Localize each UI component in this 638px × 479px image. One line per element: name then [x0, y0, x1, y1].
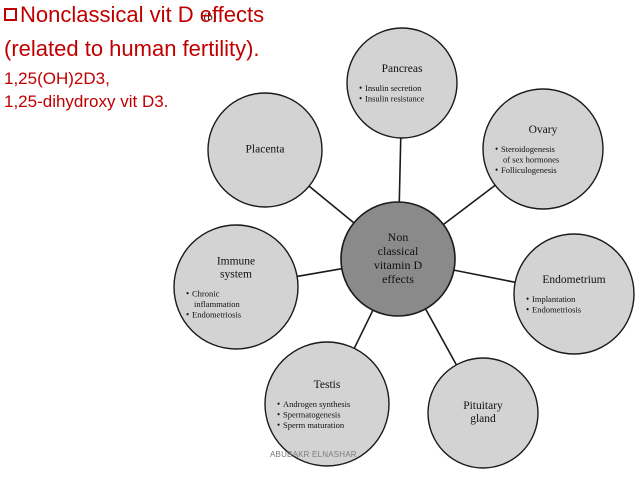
- node-title-pituitary: gland: [470, 413, 496, 425]
- node-pancreas: Pancreas •Insulin secretion•Insulin resis…: [346, 27, 458, 139]
- node-placenta: Placenta: [207, 92, 323, 208]
- node-title-ovary: Ovary: [529, 124, 558, 136]
- bullet-dot-icon: •: [186, 309, 189, 319]
- bullet-dot-icon: •: [495, 165, 498, 175]
- bullet-dot-icon: •: [277, 399, 280, 409]
- node-circle-endometrium: [513, 233, 635, 355]
- node-circle-testis: [264, 341, 390, 467]
- center-node-text: vitamin D: [374, 258, 423, 272]
- node-bullet-testis: Spermatogenesis: [283, 409, 341, 419]
- node-bullet-testis: Androgen synthesis: [283, 399, 350, 409]
- node-bullet-pancreas: Insulin secretion: [365, 83, 422, 93]
- bullet-dot-icon: •: [526, 294, 529, 304]
- bullet-dot-icon: •: [186, 288, 189, 298]
- bullet-dot-icon: •: [359, 83, 362, 93]
- connector-line-placenta: [308, 185, 355, 224]
- formula-name-line: 1,25-dihydroxy vit D3.: [4, 92, 169, 111]
- node-testis: Testis•Androgen synthesis•Spermatogenesi…: [264, 341, 390, 467]
- node-bullet-testis: Sperm maturation: [283, 420, 345, 430]
- node-circle-immune: [173, 224, 299, 350]
- node-title-immune: Immune: [217, 255, 255, 267]
- center-node-text: classical: [378, 244, 419, 258]
- panel-label: (b): [204, 11, 217, 23]
- checkbox-bullet-icon: [4, 8, 17, 21]
- connector-line-pancreas: [398, 137, 402, 203]
- node-title-pituitary: Pituitary: [463, 400, 503, 412]
- bullet-dot-icon: •: [526, 305, 529, 315]
- node-title-testis: Testis: [314, 379, 341, 391]
- node-bullet-immune: Endometriosis: [192, 309, 241, 319]
- node-endometrium: Endometrium •Implantation•Endometriosis: [513, 233, 635, 355]
- bullet-dot-icon: •: [359, 94, 362, 104]
- connector-line-immune: [296, 267, 342, 278]
- node-circle-pituitary: [427, 357, 539, 469]
- heading-line-1: Nonclassical vit D effects: [4, 2, 264, 28]
- connector-line-ovary: [442, 184, 496, 226]
- node-bullet-immune: inflammation: [194, 299, 241, 309]
- formula-line: 1,25(OH)2D3,: [4, 69, 110, 88]
- node-bullet-immune: Chronic: [192, 288, 220, 298]
- bullet-dot-icon: •: [277, 420, 280, 430]
- node-circle-placenta: [207, 92, 323, 208]
- connector-line-endometrium: [453, 269, 516, 284]
- footer-author: ABUBAKR ELNASHAR: [270, 450, 357, 459]
- heading-line-2: (related to human fertility).: [4, 36, 260, 61]
- node-circle-pancreas: [346, 27, 458, 139]
- node-bullet-endometrium: Endometriosis: [532, 305, 581, 315]
- connector-line-testis: [353, 309, 374, 349]
- node-bullet-endometrium: Implantation: [532, 294, 576, 304]
- bullet-dot-icon: •: [495, 144, 498, 154]
- heading-line-1-text: Nonclassical vit D effects: [20, 2, 265, 27]
- center-node-circle: [340, 201, 456, 317]
- node-circle-ovary: [482, 88, 604, 210]
- node-bullet-ovary: of sex hormones: [503, 154, 559, 164]
- connector-line-pituitary: [424, 308, 458, 366]
- bullet-dot-icon: •: [277, 409, 280, 419]
- node-immune: Immunesystem•Chronicinflammation•Endomet…: [173, 224, 299, 350]
- node-title-immune: system: [220, 268, 252, 280]
- node-title-placenta: Placenta: [246, 144, 285, 156]
- center-node-text: Non: [388, 230, 409, 244]
- center-node-text: effects: [382, 272, 414, 286]
- node-title-endometrium: Endometrium: [542, 274, 605, 286]
- node-bullet-ovary: Folliculogenesis: [501, 165, 557, 175]
- node-title-pancreas: Pancreas: [382, 63, 423, 75]
- node-bullet-ovary: Steroidogenesis: [501, 144, 555, 154]
- node-bullet-pancreas: Insulin resistance: [365, 94, 424, 104]
